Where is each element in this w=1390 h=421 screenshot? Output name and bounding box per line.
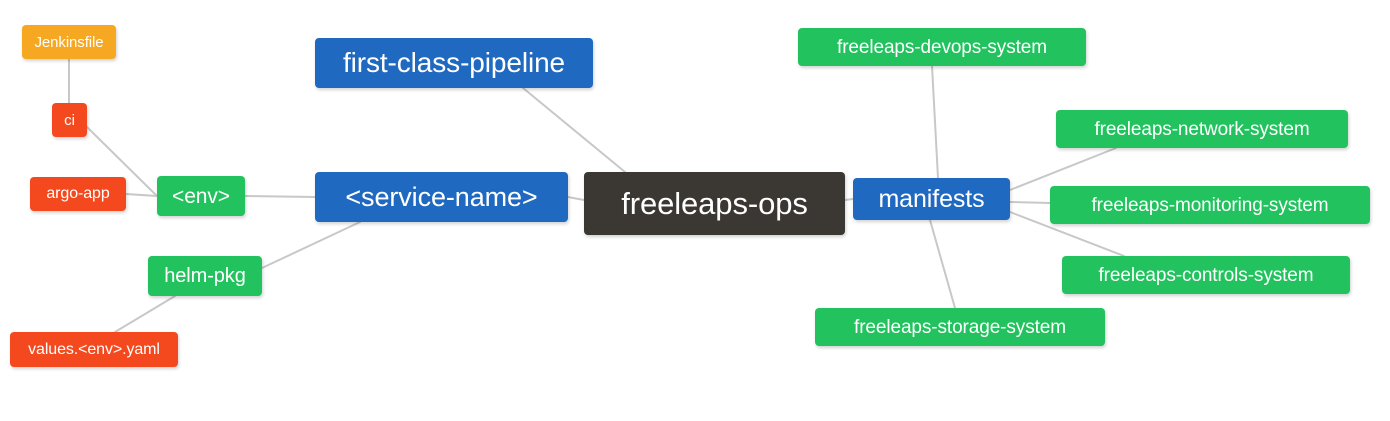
edge-argo-app-to-env (125, 193, 158, 197)
edge-manifests-to-devops-system (931, 65, 939, 179)
edge-first-class-pipeline-to-freeleaps-ops (522, 87, 626, 173)
edge-manifests-to-monitoring-system (1009, 201, 1051, 204)
mindmap-node-first-class-pipeline[interactable]: first-class-pipeline (315, 38, 593, 88)
edge-service-name-to-freeleaps-ops (567, 196, 585, 201)
mindmap-node-ci[interactable]: ci (52, 103, 87, 137)
mindmap-node-freeleaps-ops[interactable]: freeleaps-ops (584, 172, 845, 235)
mindmap-node-storage-system[interactable]: freeleaps-storage-system (815, 308, 1105, 346)
edge-service-name-to-helm-pkg (261, 221, 361, 269)
mindmap-node-devops-system[interactable]: freeleaps-devops-system (798, 28, 1086, 66)
mindmap-node-monitoring-system[interactable]: freeleaps-monitoring-system (1050, 186, 1370, 224)
edge-manifests-to-storage-system (929, 219, 956, 309)
mindmap-node-jenkinsfile[interactable]: Jenkinsfile (22, 25, 116, 59)
mindmap-node-env[interactable]: <env> (157, 176, 245, 216)
mindmap-node-network-system[interactable]: freeleaps-network-system (1056, 110, 1348, 148)
edge-env-to-service-name (244, 195, 316, 198)
mindmap-node-argo-app[interactable]: argo-app (30, 177, 126, 211)
mindmap-node-values-yaml[interactable]: values.<env>.yaml (10, 332, 178, 367)
mindmap-node-manifests[interactable]: manifests (853, 178, 1010, 220)
mindmap-node-helm-pkg[interactable]: helm-pkg (148, 256, 262, 296)
mindmap-node-service-name[interactable]: <service-name> (315, 172, 568, 222)
edge-helm-pkg-to-values-yaml (114, 295, 176, 333)
edge-manifests-to-network-system (1009, 147, 1117, 191)
edge-freeleaps-ops-to-manifests (844, 198, 854, 201)
mindmap-node-controls-system[interactable]: freeleaps-controls-system (1062, 256, 1350, 294)
